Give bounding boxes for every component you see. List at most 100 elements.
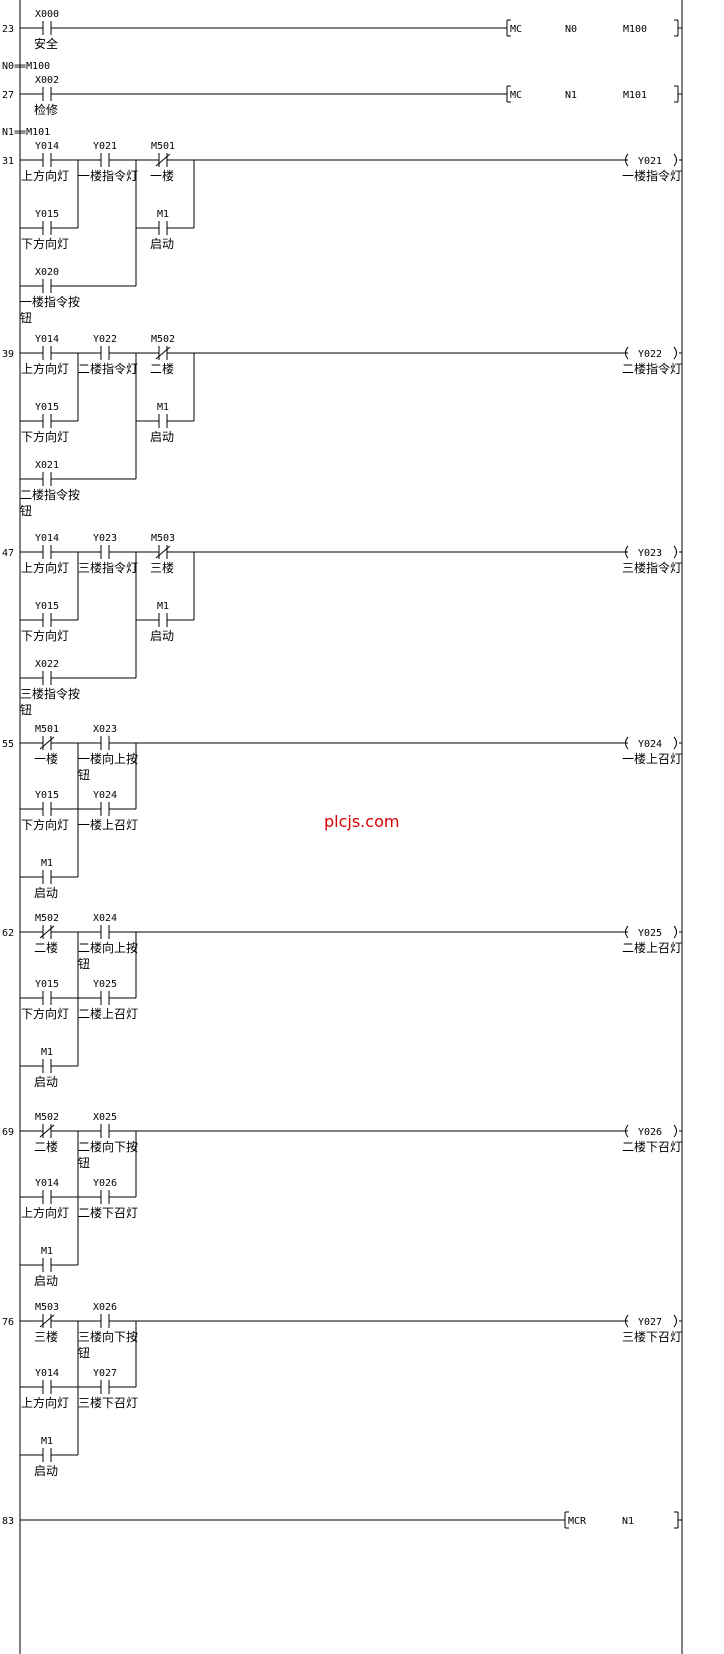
step-number-76: 76 (2, 1317, 14, 1328)
rung-69-coil-comment: 二楼下召灯 (622, 1139, 682, 1154)
mc-label-n1: N1==M101 (2, 127, 50, 138)
rung-47-coil-addr: Y023 (638, 548, 662, 559)
rung-76-c3-comment: 三楼下召灯 (78, 1395, 138, 1410)
rung-55-c4-comment: 启动 (34, 886, 58, 900)
rung-69-c4-addr: M1 (41, 1246, 53, 1257)
rung-27-op: MC (510, 90, 522, 101)
rung-76-c1-comment-wrap: 钮 (78, 1345, 90, 1360)
rung-83-arg-0: N1 (622, 1516, 634, 1527)
rung-47-c0-addr: Y014 (35, 533, 59, 544)
rung-55-c0-comment: 一楼 (34, 751, 58, 766)
rung-62-coil-comment: 二楼上召灯 (622, 940, 682, 955)
rung-55-c4-addr: M1 (41, 858, 53, 869)
coil-left-paren (625, 545, 629, 559)
step-number-83: 83 (2, 1516, 14, 1527)
rung-76-c0-comment: 三楼 (34, 1329, 58, 1344)
rung-55-c1-comment-wrap: 钮 (78, 767, 90, 782)
rung-23-arg-0: N0 (565, 24, 577, 35)
rung-39-c2-comment: 二楼 (150, 361, 174, 376)
step-number-23: 23 (2, 24, 14, 35)
rung-47-coil-comment: 三楼指令灯 (622, 560, 682, 575)
rung-62-c0-comment: 二楼 (34, 940, 58, 955)
rung-47-c4-comment: 启动 (150, 629, 174, 643)
rung-55-c2-comment: 下方向灯 (21, 817, 69, 832)
rung-55-coil-addr: Y024 (638, 739, 662, 750)
rung-39-c5-comment: 二楼指令按 (20, 487, 80, 502)
rung-62-c4-comment: 启动 (34, 1075, 58, 1089)
rung-55-c1-addr: X023 (93, 724, 117, 735)
rung-62-c4-addr: M1 (41, 1047, 53, 1058)
rung-76-c2-addr: Y014 (35, 1368, 59, 1379)
rung-23-op: MC (510, 24, 522, 35)
rung-47-c2-comment: 三楼 (150, 560, 174, 575)
coil-left-paren (625, 1124, 629, 1138)
contact-nc-slash (155, 545, 171, 559)
contact-nc-slash (39, 736, 55, 750)
rung-39-c4-addr: M1 (157, 402, 169, 413)
rung-55-coil-comment: 一楼上召灯 (622, 751, 682, 766)
step-number-47: 47 (2, 548, 14, 559)
rung-31-c2-comment: 一楼 (150, 168, 174, 183)
rung-69-c2-addr: Y014 (35, 1178, 59, 1189)
rung-69-c1-comment: 二楼向下按 (78, 1139, 138, 1154)
rung-55-c1-comment: 一楼向上按 (78, 751, 138, 766)
rung-39-c2-addr: M502 (151, 334, 175, 345)
rung-62-c1-comment: 二楼向上按 (78, 940, 138, 955)
rung-31-coil-addr: Y021 (638, 156, 662, 167)
coil-right-paren (673, 153, 677, 167)
coil-left-paren (625, 346, 629, 360)
rung-47-c2-addr: M503 (151, 533, 175, 544)
rung-27-c0-addr: X002 (35, 75, 59, 86)
rung-55-c2-addr: Y015 (35, 790, 59, 801)
step-number-55: 55 (2, 739, 14, 750)
rung-69-coil-addr: Y026 (638, 1127, 662, 1138)
rung-23-c0-addr: X000 (35, 9, 59, 20)
rung-62-c3-comment: 二楼上召灯 (78, 1006, 138, 1021)
rung-47-c0-comment: 上方向灯 (21, 560, 69, 575)
rung-31-c1-addr: Y021 (93, 141, 117, 152)
rung-69-c3-addr: Y026 (93, 1178, 117, 1189)
rung-39-c5-addr: X021 (35, 460, 59, 471)
step-number-69: 69 (2, 1127, 14, 1138)
rung-47-c1-addr: Y023 (93, 533, 117, 544)
contact-nc-slash (155, 346, 171, 360)
rung-62-c1-comment-wrap: 钮 (78, 956, 90, 971)
rung-27-c0-comment: 检修 (34, 102, 58, 117)
rung-55-c3-comment: 一楼上召灯 (78, 817, 138, 832)
coil-right-paren (673, 1124, 677, 1138)
rung-39-c0-addr: Y014 (35, 334, 59, 345)
rung-62-c2-addr: Y015 (35, 979, 59, 990)
rung-76-coil-comment: 三楼下召灯 (622, 1329, 682, 1344)
rung-39-c0-comment: 上方向灯 (21, 361, 69, 376)
rung-31-c5-comment: 一楼指令按 (20, 294, 80, 309)
rung-76-c1-addr: X026 (93, 1302, 117, 1313)
coil-left-paren (625, 153, 629, 167)
rung-76-c4-comment: 启动 (34, 1464, 58, 1478)
coil-left-paren (625, 925, 629, 939)
rung-31-c4-addr: M1 (157, 209, 169, 220)
rung-69-c3-comment: 二楼下召灯 (78, 1205, 138, 1220)
rung-76-c3-addr: Y027 (93, 1368, 117, 1379)
rung-83-op: MCR (568, 1516, 587, 1527)
rung-69-c1-comment-wrap: 钮 (78, 1155, 90, 1170)
rung-31-c1-comment: 一楼指令灯 (78, 168, 138, 183)
coil-left-paren (625, 736, 629, 750)
rung-62-c0-addr: M502 (35, 913, 59, 924)
rung-76-coil-addr: Y027 (638, 1317, 662, 1328)
rung-62-c2-comment: 下方向灯 (21, 1006, 69, 1021)
rung-69-c2-comment: 上方向灯 (21, 1205, 69, 1220)
rung-31-c5-addr: X020 (35, 267, 59, 278)
coil-left-paren (625, 1314, 629, 1328)
rung-31-c2-addr: M501 (151, 141, 175, 152)
coil-right-paren (673, 1314, 677, 1328)
coil-right-paren (673, 545, 677, 559)
rung-39-coil-addr: Y022 (638, 349, 662, 360)
contact-nc-slash (39, 1124, 55, 1138)
rung-62-coil-addr: Y025 (638, 928, 662, 939)
rung-76-c1-comment: 三楼向下按 (78, 1329, 138, 1344)
rung-27-arg-0: N1 (565, 90, 577, 101)
step-number-39: 39 (2, 349, 14, 360)
rung-39-coil-comment: 二楼指令灯 (622, 361, 682, 376)
step-number-27: 27 (2, 90, 14, 101)
